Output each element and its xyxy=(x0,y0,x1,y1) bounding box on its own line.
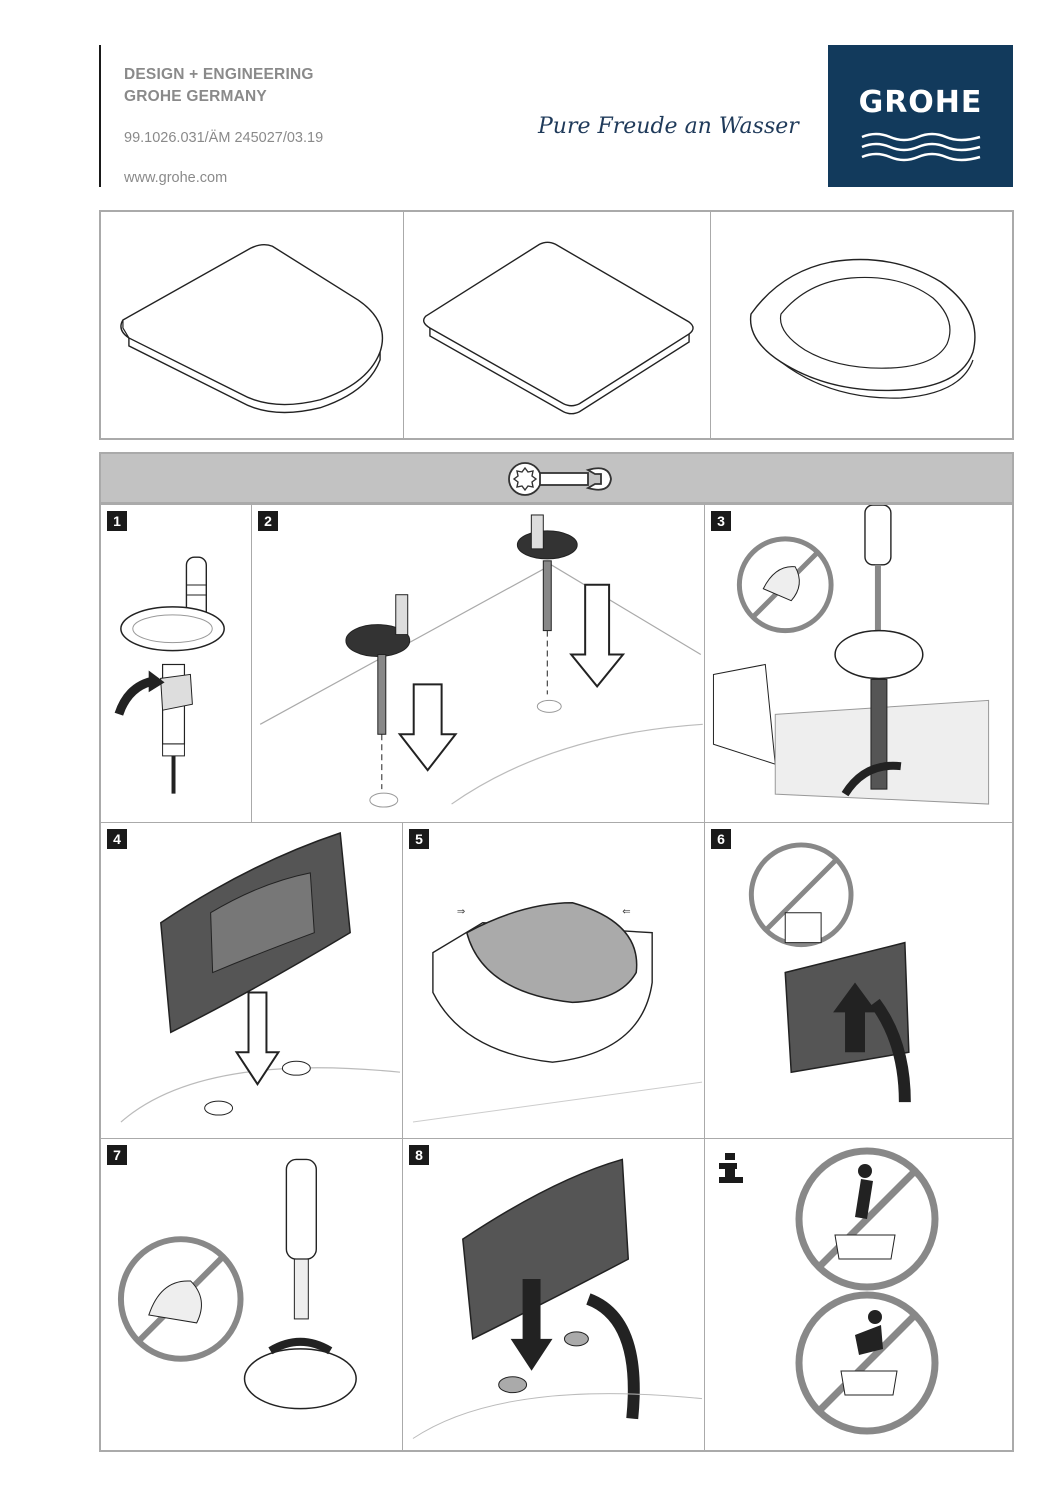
step-4-panel: 4 xyxy=(101,823,403,1139)
header-grohe-germany: GROHE GERMANY xyxy=(124,88,267,105)
step-5-panel: 5 ⇒ ⇐ xyxy=(403,823,705,1139)
no-standing-on-seat-icon xyxy=(795,1147,939,1435)
step-1-illustration xyxy=(114,556,225,794)
open-ring-wrench-icon xyxy=(508,462,612,496)
step-2-illustration xyxy=(259,514,703,808)
document-number: 99.1026.031/ÄM 245027/03.19 xyxy=(124,130,324,146)
installation-steps-grid xyxy=(99,503,1014,1452)
step-8-panel: 8 xyxy=(403,1139,705,1450)
header-rule xyxy=(99,45,101,187)
step-7-illustration xyxy=(117,1158,357,1410)
brand-tagline: Pure Freude an Wasser xyxy=(538,114,799,139)
grohe-logo: GROHE xyxy=(828,45,1013,187)
round-seat-icon xyxy=(749,258,976,399)
safety-info-panel xyxy=(705,1139,1012,1450)
svg-text:⇐: ⇐ xyxy=(622,907,630,918)
header-design-engineering: DESIGN + ENGINEERING xyxy=(124,66,314,83)
d-shaped-seat-icon xyxy=(120,243,384,414)
info-icon xyxy=(719,1153,743,1183)
step-number: 8 xyxy=(409,1145,429,1165)
step-4-illustration xyxy=(120,831,401,1123)
seat-model-d-shaped xyxy=(101,212,404,438)
seat-model-rectangular xyxy=(404,212,711,438)
step-number: 1 xyxy=(107,511,127,531)
step-8-illustration xyxy=(412,1158,703,1439)
step-number: 3 xyxy=(711,511,731,531)
svg-text:⇒: ⇒ xyxy=(457,907,465,918)
step-1-panel: 1 xyxy=(101,505,252,823)
step-3-panel: 3 xyxy=(705,505,1012,823)
step-2-panel: 2 xyxy=(252,505,705,823)
required-tool-bar xyxy=(99,452,1014,504)
logo-wordmark: GROHE xyxy=(858,85,983,120)
step-number: 5 xyxy=(409,829,429,849)
rectangular-seat-icon xyxy=(422,241,694,415)
step-6-illustration xyxy=(748,842,911,1103)
website-link[interactable]: www.grohe.com xyxy=(124,170,228,186)
step-number: 7 xyxy=(107,1145,127,1165)
step-3-illustration xyxy=(712,505,990,805)
logo-waves-icon xyxy=(861,132,981,162)
step-number: 4 xyxy=(107,829,127,849)
step-5-illustration: ⇒ ⇐ xyxy=(412,902,703,1123)
step-6-panel: 6 xyxy=(705,823,1012,1139)
step-7-panel: 7 xyxy=(101,1139,403,1450)
seat-model-round xyxy=(711,212,1012,438)
step-number: 6 xyxy=(711,829,731,849)
step-number: 2 xyxy=(258,511,278,531)
